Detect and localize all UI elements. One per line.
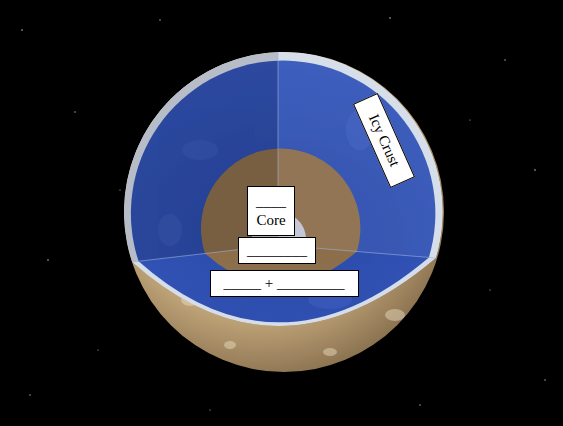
cut-edges — [132, 52, 436, 262]
crater — [323, 348, 337, 356]
right-face-shade — [278, 52, 443, 258]
star — [74, 111, 75, 112]
star — [209, 409, 210, 410]
crater — [385, 309, 405, 321]
label-text: Core — [256, 211, 285, 230]
crater — [224, 341, 236, 349]
star — [489, 289, 490, 290]
label-text: _____ + _________ — [224, 274, 345, 293]
star — [469, 119, 470, 120]
star — [97, 349, 98, 350]
stars — [21, 17, 546, 410]
star — [21, 29, 23, 31]
star — [159, 19, 160, 20]
star — [504, 59, 505, 60]
label-text: ________ — [247, 241, 307, 260]
cutaway — [124, 52, 443, 326]
label-box: ____Core — [247, 186, 295, 236]
label-box: _____ + _________ — [210, 270, 359, 297]
moon-surface — [124, 52, 444, 372]
star — [29, 394, 30, 395]
star — [389, 17, 391, 19]
star — [544, 379, 545, 380]
star — [534, 169, 536, 171]
star — [419, 404, 420, 405]
star — [47, 259, 49, 261]
label-box: ________ — [238, 237, 316, 264]
icy-crust-layer — [124, 52, 443, 326]
star — [119, 189, 120, 190]
label-text: ____ — [256, 192, 286, 211]
